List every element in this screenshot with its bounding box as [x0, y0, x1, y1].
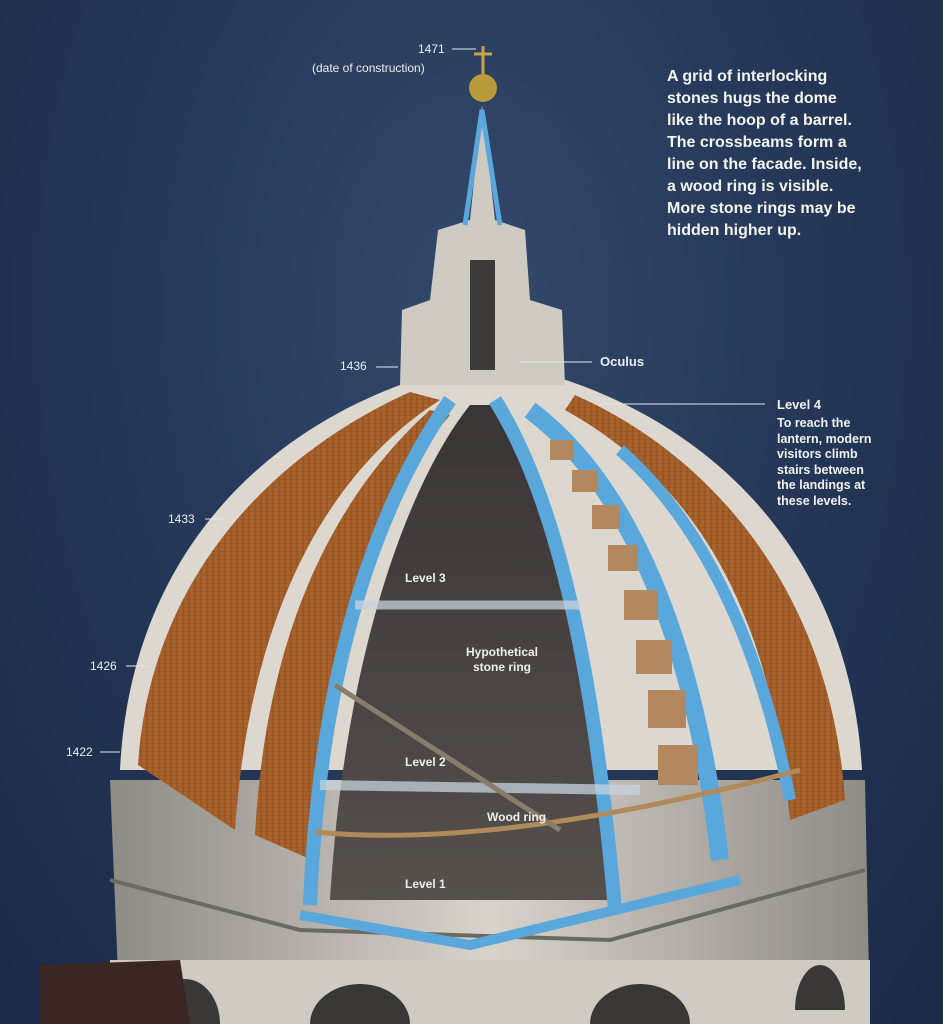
stone-ring-label: Hypothetical stone ring	[466, 645, 538, 675]
description-line: lantern, modern	[777, 431, 872, 446]
rib-cells	[550, 440, 698, 785]
description-line: the landings at	[777, 478, 866, 492]
date-1471-label: 1471	[418, 42, 445, 56]
level4-description: To reach the lantern, modern visitors cl…	[777, 416, 871, 509]
paragraph-line: a wood ring is visible.	[667, 178, 834, 195]
intro-paragraph: A grid of interlocking stones hugs the d…	[667, 66, 917, 242]
wood-ring-label: Wood ring	[487, 810, 547, 824]
lantern	[400, 46, 565, 385]
paragraph-line: hidden higher up.	[667, 222, 802, 239]
level1-label: Level 1	[405, 877, 446, 891]
paragraph-line: stones hugs the dome	[667, 90, 837, 107]
paragraph-line: More stone rings may be	[667, 200, 856, 217]
wood-ring	[314, 767, 801, 838]
description-line: To reach the	[777, 416, 851, 430]
dome-interior	[330, 405, 610, 900]
oculus-label: Oculus	[600, 354, 645, 369]
paragraph-line: like the hoop of a barrel.	[667, 112, 852, 129]
stone-ring-level2	[319, 780, 641, 795]
level3-label: Level 3	[405, 571, 446, 585]
leader-lines	[100, 48, 765, 753]
description-line: visitors climb	[777, 447, 858, 461]
paragraph-line: line on the facade. Inside,	[667, 156, 862, 173]
level4-label: Level 4	[777, 397, 822, 412]
date-1426-label: 1426	[90, 659, 117, 673]
paragraph-line: The crossbeams form a	[667, 134, 847, 151]
stone-ring-label-line: Hypothetical	[466, 645, 539, 659]
stone-ring-label-line: stone ring	[473, 660, 532, 674]
description-line: these levels.	[777, 493, 852, 508]
date-note-label: (date of construction)	[312, 61, 425, 75]
paragraph-line: A grid of interlocking	[667, 68, 828, 85]
stair	[333, 682, 562, 833]
date-1422-label: 1422	[66, 745, 93, 759]
structural-ribs	[299, 395, 796, 951]
description-line: stairs between	[777, 462, 864, 477]
date-1433-label: 1433	[168, 512, 195, 526]
level2-label: Level 2	[405, 755, 446, 769]
date-1436-label: 1436	[340, 359, 367, 373]
